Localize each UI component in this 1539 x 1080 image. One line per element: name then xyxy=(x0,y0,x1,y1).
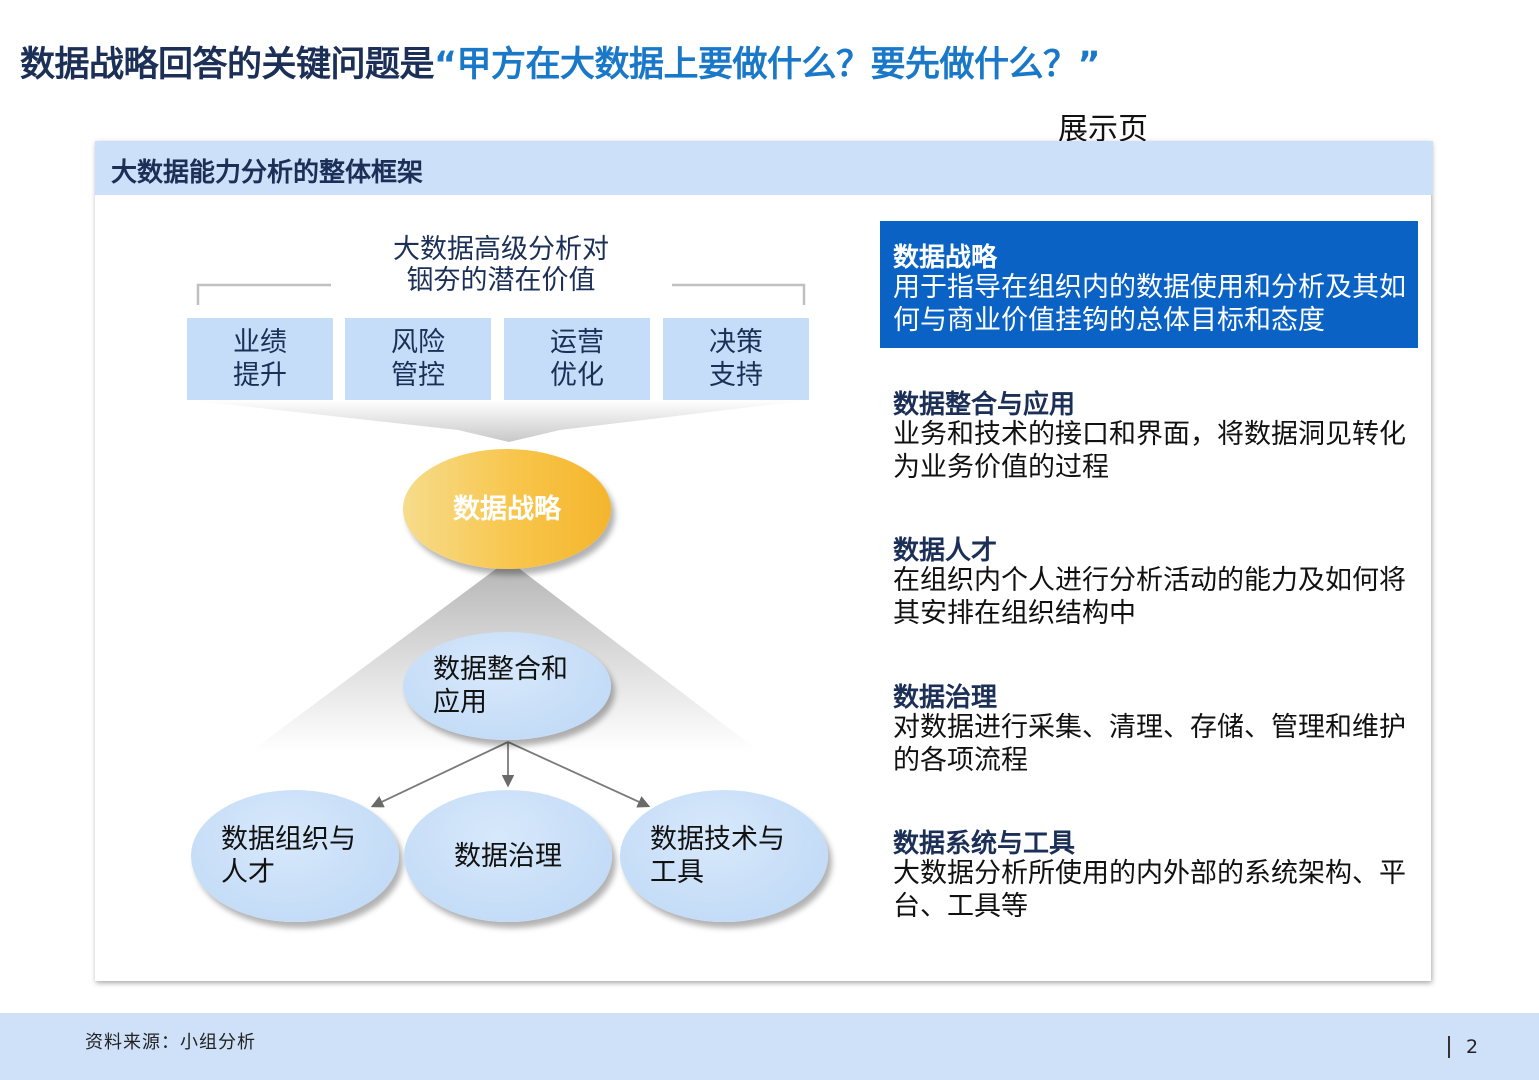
tools-ellipse: 数据技术与 工具 xyxy=(620,790,828,922)
desc-text-governance: 对数据进行采集、清理、存储、管理和维护的各项流程 xyxy=(893,712,1406,776)
integration-arrows xyxy=(370,741,651,808)
desc-title-tools: 数据系统与工具 xyxy=(893,829,1076,859)
desc-title-talent: 数据人才 xyxy=(893,536,998,566)
desc-text-tools: 大数据分析所使用的内外部的系统架构、平台、工具等 xyxy=(893,858,1406,922)
strategy-ellipse: 数据战略 xyxy=(403,449,611,569)
value-funnel xyxy=(187,400,810,442)
desc-title-governance: 数据治理 xyxy=(893,683,998,713)
page-number: 2 xyxy=(1466,1036,1479,1058)
strategy-highlight-box xyxy=(880,221,1418,348)
desc-text-talent: 在组织内个人进行分析活动的能力及如何将其安排在组织结构中 xyxy=(893,565,1406,629)
value-box-operations: 运营 优化 xyxy=(504,318,650,400)
desc-title-strategy: 数据战略 xyxy=(893,243,998,273)
value-box-risk: 风险 管控 xyxy=(345,318,491,400)
page-title: 数据战略回答的关键问题是“甲方在大数据上要做什么？要先做什么？” xyxy=(20,36,1101,87)
desc-text-integration: 业务和技术的接口和界面，将数据洞见转化为业务价值的过程 xyxy=(893,419,1406,483)
page-separator xyxy=(1448,1036,1450,1058)
value-label: 大数据高级分析对 铟夯的潜在价值 xyxy=(393,234,609,296)
desc-text-strategy: 用于指导在组织内的数据使用和分析及其如何与商业价值挂钩的总体目标和态度 xyxy=(893,272,1406,336)
integration-ellipse: 数据整合和 应用 xyxy=(403,632,611,740)
panel-title: 大数据能力分析的整体框架 xyxy=(111,158,424,188)
panel-header xyxy=(95,141,1433,195)
governance-ellipse: 数据治理 xyxy=(404,790,612,922)
value-box-decision: 决策 支持 xyxy=(663,318,809,400)
value-box-performance: 业绩 提升 xyxy=(187,318,333,400)
title-prefix: 数据战略回答的关键问题是 xyxy=(20,45,435,85)
source-note: 资料来源：小组分析 xyxy=(85,1032,256,1053)
talent-ellipse: 数据组织与 人才 xyxy=(191,790,399,922)
footer-bar xyxy=(0,1013,1539,1080)
value-bracket xyxy=(196,283,806,305)
title-highlight: “甲方在大数据上要做什么？要先做什么？” xyxy=(434,45,1101,85)
desc-title-integration: 数据整合与应用 xyxy=(893,390,1076,420)
